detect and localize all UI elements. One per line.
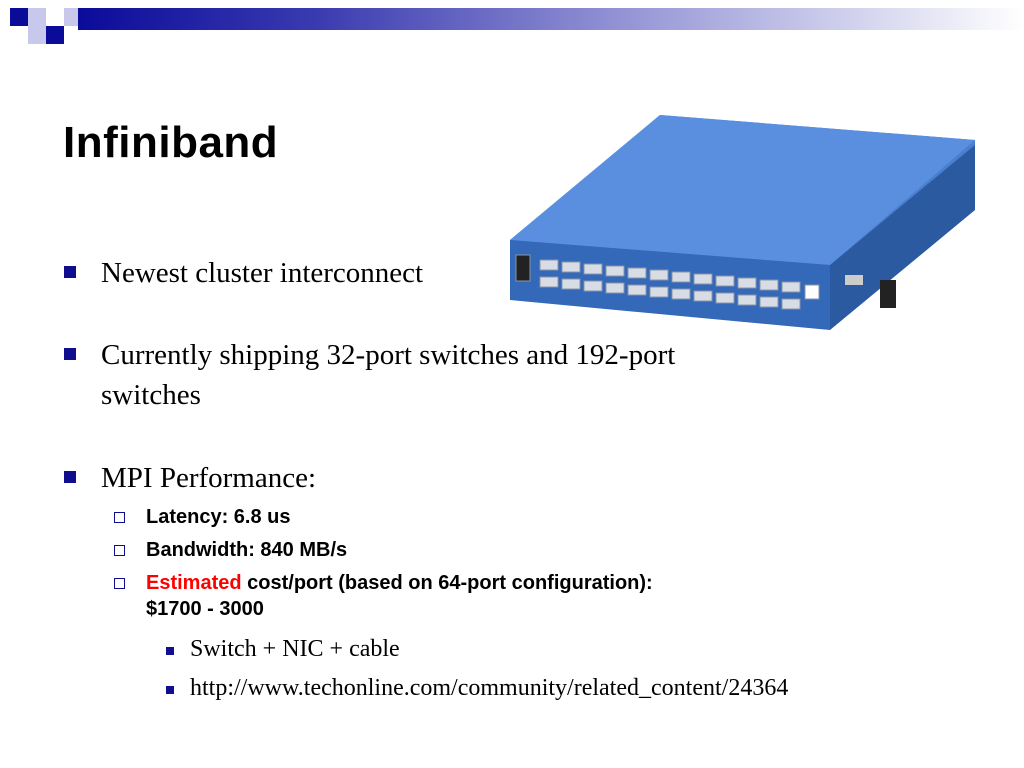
decor-square [28, 26, 46, 44]
sub-bullet-text: Bandwidth: 840 MB/s [146, 539, 348, 561]
decor-square [10, 8, 28, 26]
decorative-header-bar [0, 0, 1024, 48]
decor-square [28, 8, 46, 26]
sub-sub-bullet-text: Switch + NIC + cable [190, 636, 400, 662]
square-bullet-icon [64, 266, 76, 278]
hollow-square-bullet-icon [114, 545, 125, 556]
sub-bullet-text-continued: $1700 - 3000 [146, 598, 264, 620]
link-text[interactable]: http://www.techonline.com/community/rela… [190, 675, 789, 701]
decor-square [46, 26, 64, 44]
hollow-square-bullet-icon [114, 578, 125, 589]
square-bullet-icon [166, 647, 174, 655]
estimated-highlight: Estimated [146, 572, 242, 594]
sub-bullet-text: Latency: 6.8 us [146, 506, 291, 528]
slide-title: Infiniband [63, 118, 279, 167]
bullet-text-continued: switches [101, 379, 201, 411]
header-gradient [78, 8, 1024, 30]
decor-square [64, 8, 78, 26]
bullet-text: MPI Performance: [101, 462, 317, 494]
hollow-square-bullet-icon [114, 512, 125, 523]
sub-bullet-text: Estimated cost/port (based on 64-port co… [146, 570, 653, 596]
decor-square [46, 8, 64, 26]
switch-device-image [510, 115, 975, 330]
bullet-text: Currently shipping 32-port switches and … [101, 339, 676, 371]
bullet-text: Newest cluster interconnect [101, 257, 424, 289]
square-bullet-icon [64, 348, 76, 360]
square-bullet-icon [166, 686, 174, 694]
square-bullet-icon [64, 471, 76, 483]
sub-bullet-text-rest: cost/port (based on 64-port configuratio… [241, 572, 653, 594]
